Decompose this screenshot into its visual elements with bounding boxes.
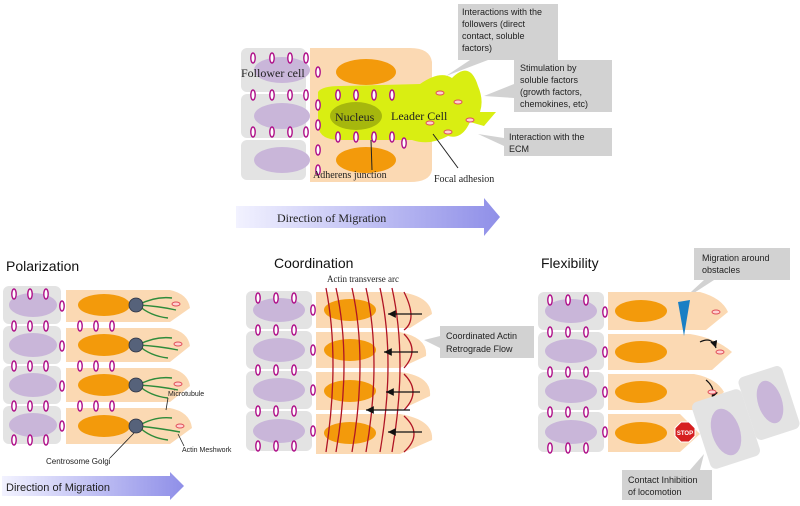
- stop-sign-icon: STOP: [674, 421, 696, 443]
- direction-arrow-small: [2, 472, 184, 500]
- leader-label: Leader Cell: [391, 109, 448, 123]
- follower-nucleus: [254, 57, 310, 83]
- direction-arrow: [236, 198, 500, 236]
- svg-text:Interactions with the: Interactions with the followers (direct …: [462, 7, 545, 53]
- follower-label: Follower cell: [241, 66, 305, 80]
- nucleus-label: Nucleus: [335, 110, 375, 124]
- callout-line: factors): [462, 43, 492, 53]
- coordination-title: Coordination: [274, 255, 353, 271]
- callout-line: contact, soluble: [462, 31, 525, 41]
- focal-label: Focal adhesion: [434, 174, 494, 185]
- obstacle-icon: [678, 300, 690, 336]
- actin-arc-label: Actin transverse arc: [327, 274, 399, 284]
- top-panel: Follower cell Nucleus Leader Cell Adhere…: [236, 4, 612, 236]
- flexibility-panel: Flexibility Migration around obstacles: [538, 248, 800, 500]
- polarization-panel: Polarization: [2, 258, 232, 500]
- centrosome-golgi-label: Centrosome Golgi: [46, 457, 111, 466]
- direction-label: Direction of Migration: [277, 211, 386, 225]
- microtubule-label: Microtubule: [168, 391, 204, 398]
- peach-nucleus: [336, 147, 396, 173]
- focal-pointer: [432, 133, 459, 169]
- flexibility-title: Flexibility: [541, 255, 599, 271]
- callout-followers: Interactions with the followers (direct …: [446, 4, 558, 76]
- follower-nucleus: [254, 147, 310, 173]
- svg-text:Coordinated Actin Retr: Coordinated Actin Retrograde Flow: [446, 331, 520, 354]
- stop-label: STOP: [677, 431, 693, 437]
- peach-nucleus: [336, 59, 396, 85]
- svg-text:Contact Inhibition of: Contact Inhibition of locomotion: [628, 475, 700, 497]
- polarization-title: Polarization: [6, 258, 79, 274]
- follower-nucleus: [254, 103, 310, 129]
- direction-label-small: Direction of Migration: [6, 482, 110, 494]
- svg-text:Interaction with the E: Interaction with the ECM: [509, 132, 587, 154]
- adherens-label: Adherens junction: [313, 170, 387, 181]
- leader-nucleus: [330, 102, 382, 130]
- callout-retrograde: Coordinated Actin Retrograde Flow: [424, 326, 534, 358]
- adherens-pointer: [370, 139, 373, 171]
- callout-contact-inhibition: Contact Inhibition of locomotion: [622, 454, 712, 500]
- coordination-panel: Coordination Actin transverse arc: [246, 255, 534, 454]
- svg-text:Migration around obsta: Migration around obstacles: [702, 253, 772, 275]
- actin-meshwork-label: Actin Meshwork: [182, 447, 232, 454]
- svg-text:Stimulation by soluble: Stimulation by soluble factors (growth f…: [520, 63, 588, 109]
- callout-obstacles: Migration around obstacles: [680, 248, 790, 302]
- callout-line: Interactions with the: [462, 7, 542, 17]
- callout-line: followers (direct: [462, 19, 526, 29]
- callout-ecm: Interaction with the ECM: [478, 128, 612, 156]
- callout-stimulation: Stimulation by soluble factors (growth f…: [484, 60, 612, 112]
